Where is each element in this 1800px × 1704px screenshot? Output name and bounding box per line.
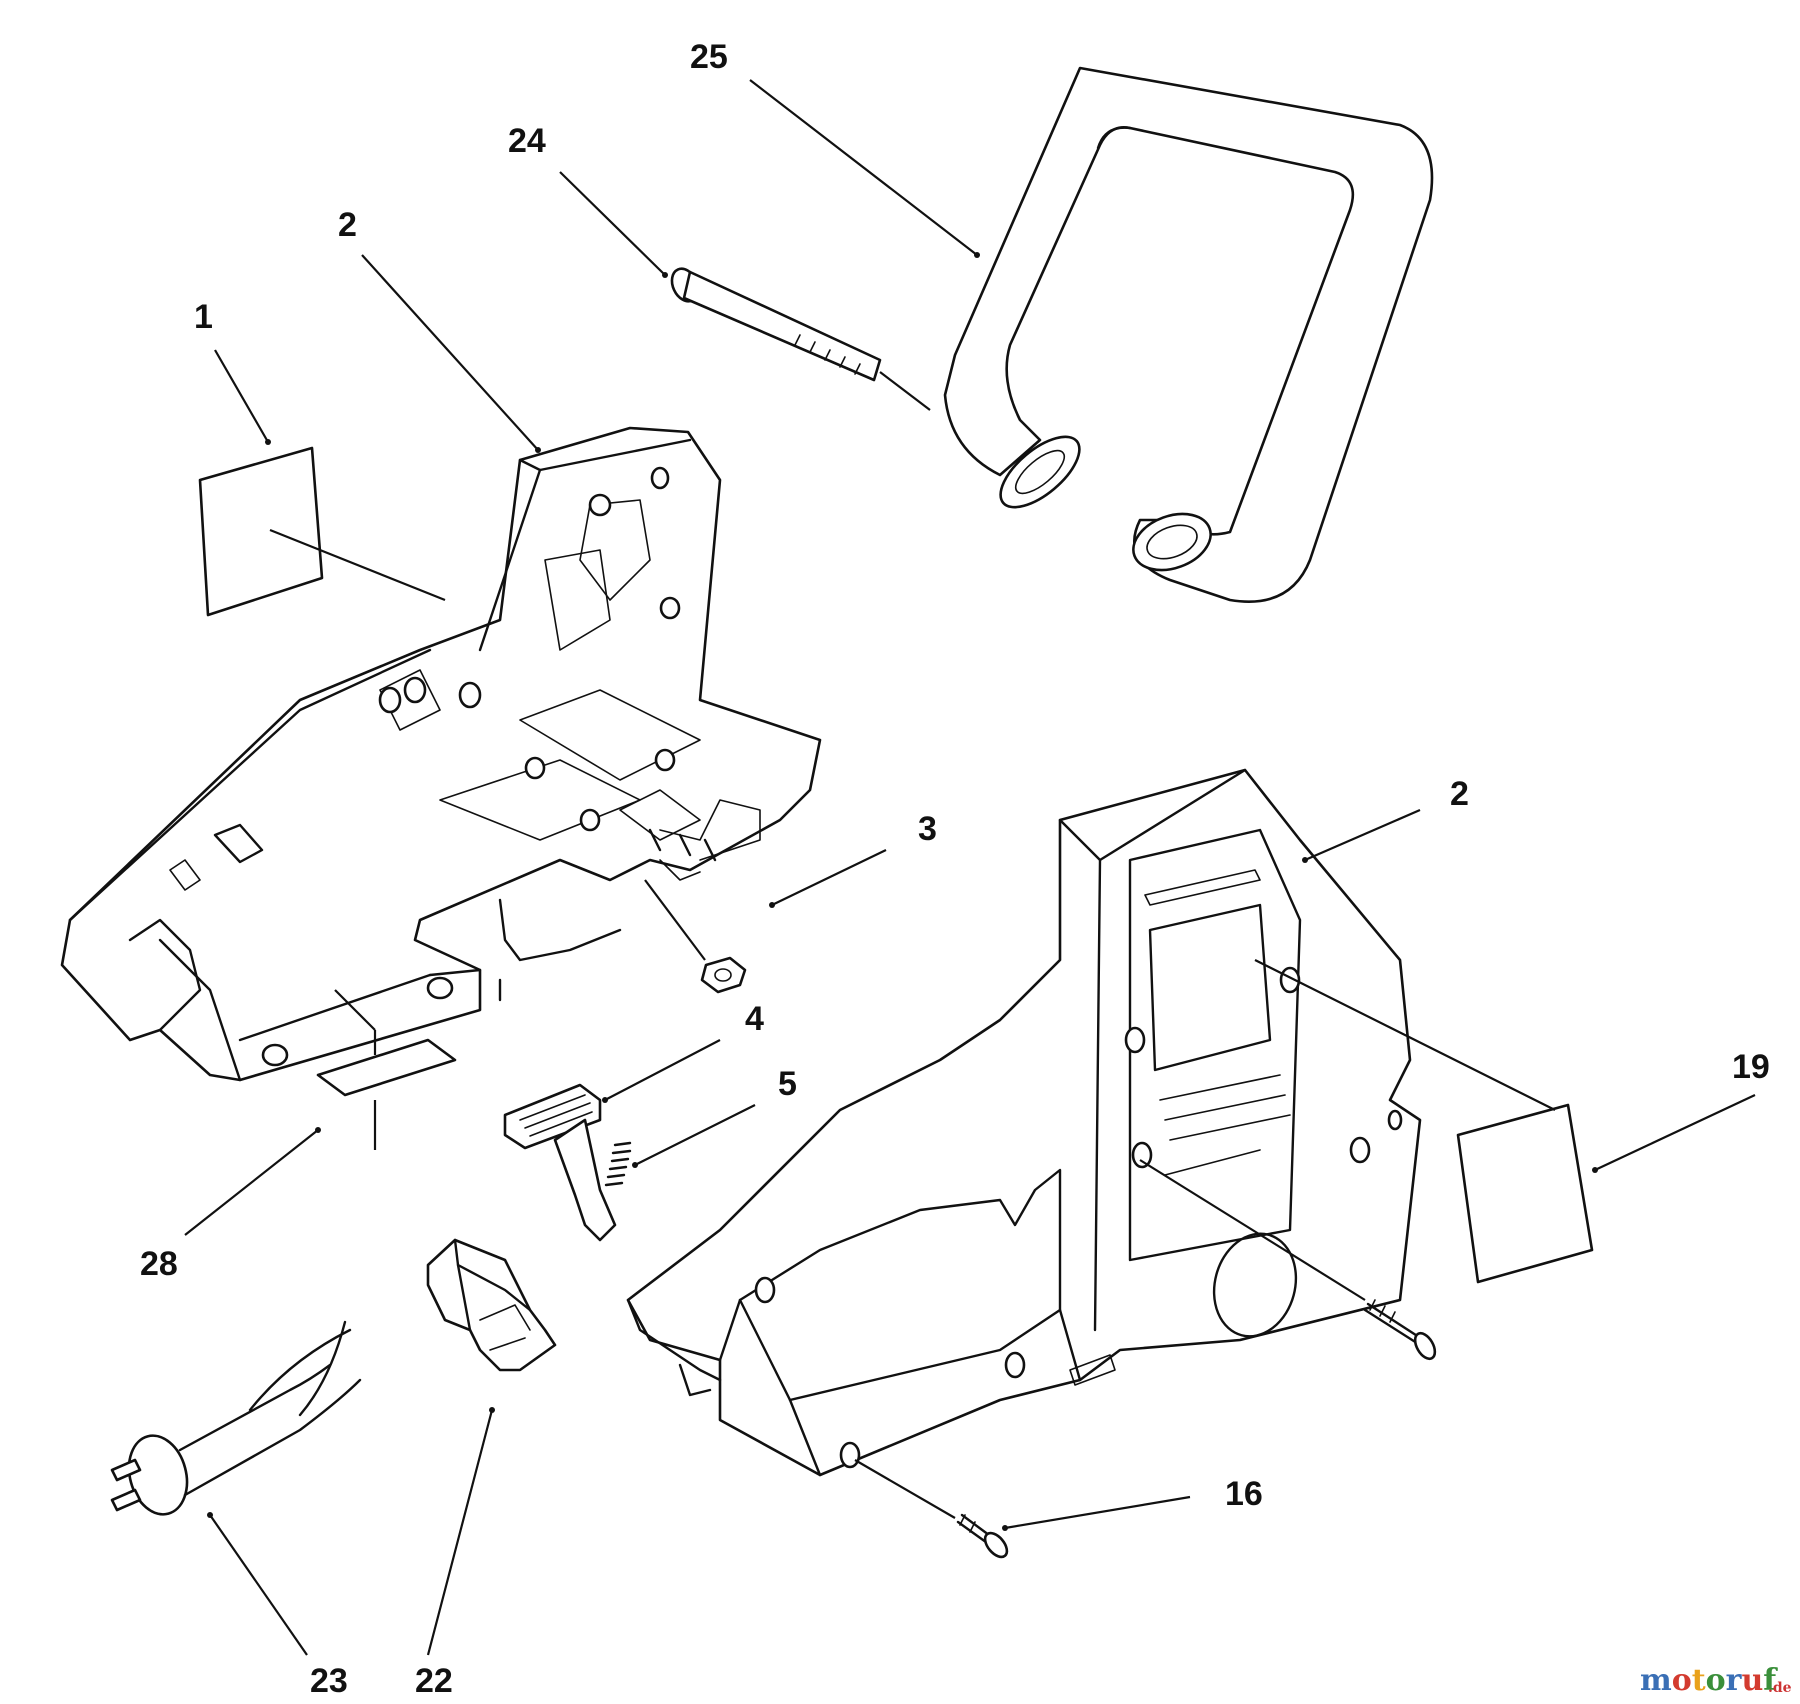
housing-left-part: [60, 426, 822, 1082]
label-bottom-part: [316, 989, 457, 1150]
switch-part: [426, 1238, 557, 1372]
label-5: 5: [778, 1065, 797, 1103]
label-28: 28: [140, 1245, 178, 1283]
label-left-part: [198, 446, 446, 617]
spring-part: [604, 1141, 632, 1187]
handle-bolt-part: [670, 267, 931, 411]
cord-plug-part: [110, 1320, 362, 1516]
watermark-letter: r: [1726, 1663, 1743, 1698]
watermark-letter: o: [1672, 1663, 1692, 1698]
leader-lines: [184, 79, 1756, 1656]
label-2-left: 2: [338, 206, 357, 244]
label-23: 23: [310, 1662, 348, 1700]
watermark-text: motoruf: [1640, 1663, 1778, 1698]
handle-part: [943, 66, 1434, 603]
watermark-logo: motoruf .de: [1640, 1663, 1792, 1698]
label-22: 22: [415, 1662, 453, 1700]
part-number-labels: 1 2 24 25 2 3 4 5 19 28 16 23 22: [140, 38, 1770, 1700]
watermark-letter: u: [1741, 1663, 1763, 1698]
screw-right-part: [1139, 1159, 1437, 1361]
label-24: 24: [508, 122, 546, 160]
watermark-letter: f: [1763, 1663, 1778, 1698]
label-right-part: [1254, 959, 1594, 1284]
label-25: 25: [690, 38, 728, 76]
label-2-right: 2: [1450, 775, 1469, 813]
watermark-letter: o: [1706, 1663, 1726, 1698]
label-1: 1: [194, 298, 213, 336]
watermark-letter: m: [1640, 1663, 1672, 1698]
watermark-suffix: .de: [1768, 1680, 1792, 1696]
label-16: 16: [1225, 1475, 1263, 1513]
watermark-letter: t: [1692, 1663, 1706, 1698]
label-3: 3: [918, 810, 937, 848]
housing-right-part: [626, 768, 1422, 1477]
screw-bottom-part: [854, 1459, 1009, 1559]
label-4: 4: [745, 1000, 764, 1038]
trigger-part: [503, 1083, 617, 1242]
label-19: 19: [1732, 1048, 1770, 1086]
nut-part: [644, 879, 747, 994]
